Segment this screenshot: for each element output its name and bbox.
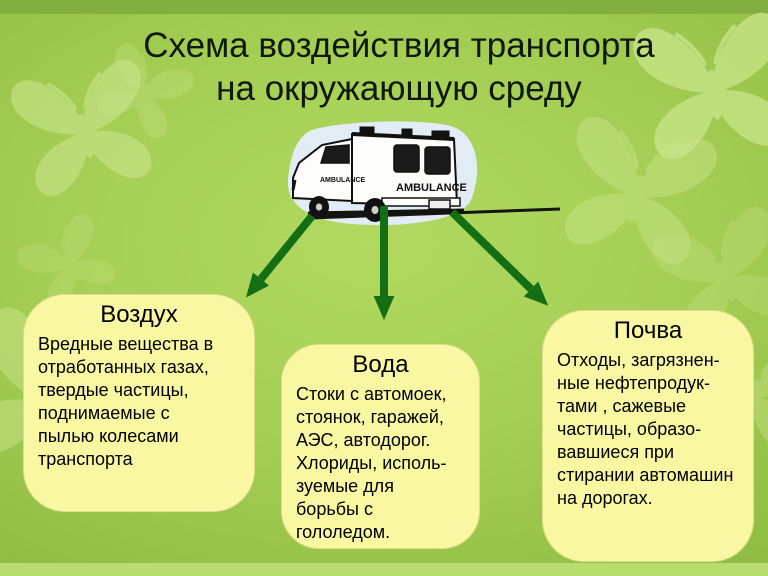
box-water: Вода Стоки с автомоек, стоянок, гаражей,… bbox=[281, 344, 480, 549]
box-water-title: Вода bbox=[352, 351, 409, 378]
box-soil-body: Отходы, загрязнен- ные нефтепродук- тами… bbox=[557, 350, 734, 508]
box-soil: Почва Отходы, загрязнен- ные нефтепродук… bbox=[542, 310, 754, 562]
title-line-1: Схема воздействия транспорта bbox=[143, 26, 655, 65]
box-soil-title: Почва bbox=[613, 317, 683, 344]
ambulance-rear-label: AMBULANCE bbox=[396, 182, 467, 194]
page-title: Схема воздействия транспорта на окружающ… bbox=[30, 24, 768, 111]
ambulance-side-label: AMBULANCE bbox=[320, 177, 365, 184]
butterfly-icon bbox=[543, 87, 735, 279]
box-air-body: Вредные вещества в отработанных газах, т… bbox=[38, 334, 214, 469]
title-line-2: на окружающую среду bbox=[216, 69, 582, 109]
ambulance-icon: AMBULANCE AMBULANCE bbox=[287, 121, 561, 226]
top-band bbox=[0, 0, 768, 14]
box-water-body: Стоки с автомоек, стоянок, гаражей, АЭС,… bbox=[296, 384, 447, 542]
box-air: Воздух Вредные вещества в отработанных г… bbox=[23, 294, 255, 512]
bottom-strip bbox=[0, 563, 768, 576]
box-air-title: Воздух bbox=[100, 301, 178, 328]
